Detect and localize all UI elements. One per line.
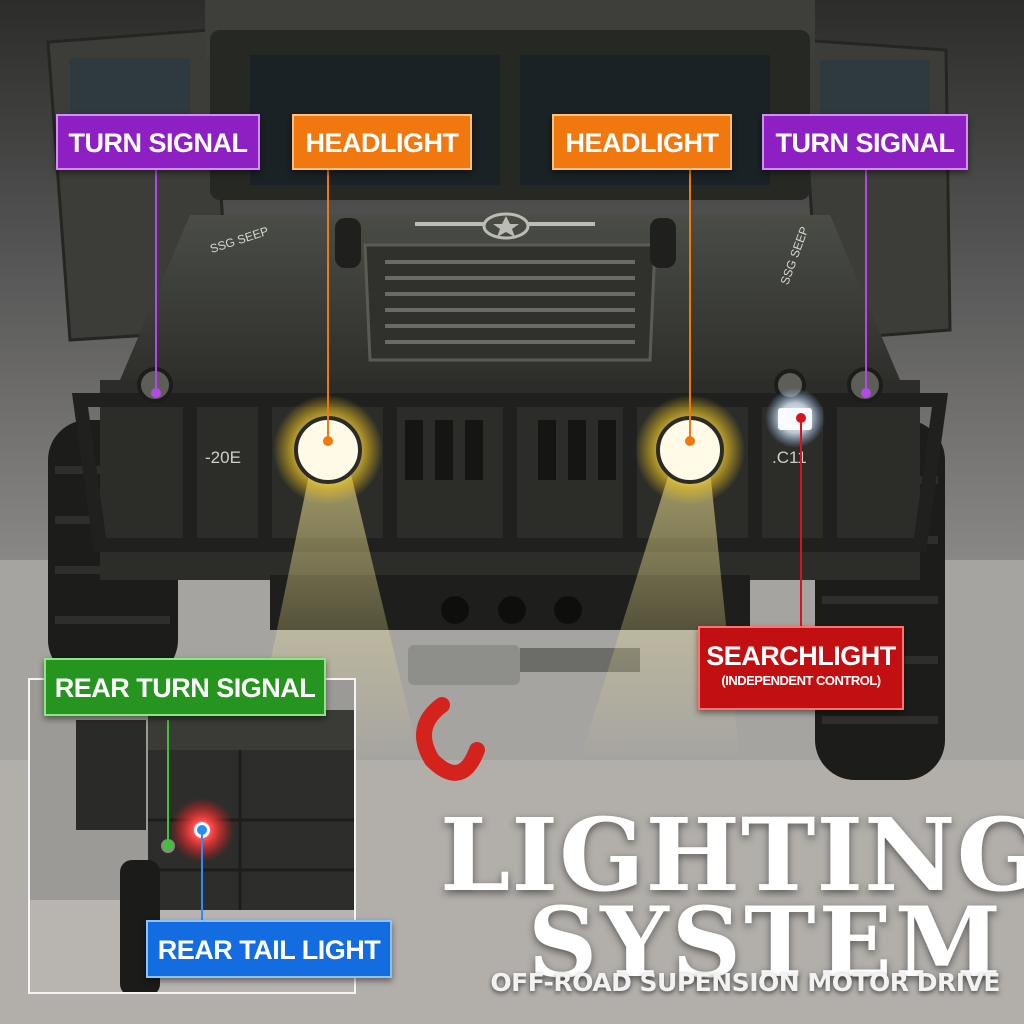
headline-line-1: LIGHTING (440, 796, 1024, 914)
rear-turn-signal-label: REAR TURN SIGNAL (44, 658, 326, 716)
plate-right-mark: .C11 (772, 448, 807, 467)
turn-signal-left-text: TURN SIGNAL (68, 128, 249, 158)
turn-signal-right-text: TURN SIGNAL (775, 128, 956, 158)
turn-signal-right-pointer (865, 170, 867, 392)
headlight-right-pointer (689, 170, 691, 440)
rear-tail-light-pointer (201, 830, 203, 922)
rear-turn-signal-dot (163, 840, 173, 850)
headlight-left-dot (323, 436, 333, 446)
headlight-right-text: HEADLIGHT (565, 128, 720, 158)
searchlight-note: (INDEPENDENT CONTROL) (721, 673, 881, 688)
plate-left-mark: -20E (205, 448, 241, 467)
headlight-left-label: HEADLIGHT (292, 114, 472, 170)
turn-signal-left-pointer (155, 170, 157, 392)
searchlight-dot (796, 413, 806, 423)
turn-signal-right-dot (861, 388, 871, 398)
turn-signal-right-label: TURN SIGNAL (762, 114, 968, 170)
headline-subtitle: OFF-ROAD SUPENSION MOTOR DRIVE (490, 968, 1000, 997)
turn-signal-left-label: TURN SIGNAL (56, 114, 260, 170)
headlight-right-label: HEADLIGHT (552, 114, 732, 170)
headlight-left-pointer (327, 170, 329, 440)
headline: LIGHTING SYSTEM (440, 796, 1024, 999)
headlight-left-text: HEADLIGHT (305, 128, 460, 158)
searchlight-text: SEARCHLIGHT (706, 641, 896, 671)
headlight-right-dot (685, 436, 695, 446)
turn-signal-left-dot (151, 388, 161, 398)
rear-tail-light-dot (197, 825, 207, 835)
rear-turn-signal-pointer (167, 720, 169, 844)
headline-line-2: SYSTEM (527, 886, 1004, 999)
searchlight-pointer (800, 418, 802, 628)
rear-turn-signal-text: REAR TURN SIGNAL (54, 673, 316, 703)
rear-tail-light-label: REAR TAIL LIGHT (146, 920, 392, 978)
searchlight-label: SEARCHLIGHT (INDEPENDENT CONTROL) (698, 626, 904, 710)
rear-tail-light-text: REAR TAIL LIGHT (157, 935, 381, 965)
